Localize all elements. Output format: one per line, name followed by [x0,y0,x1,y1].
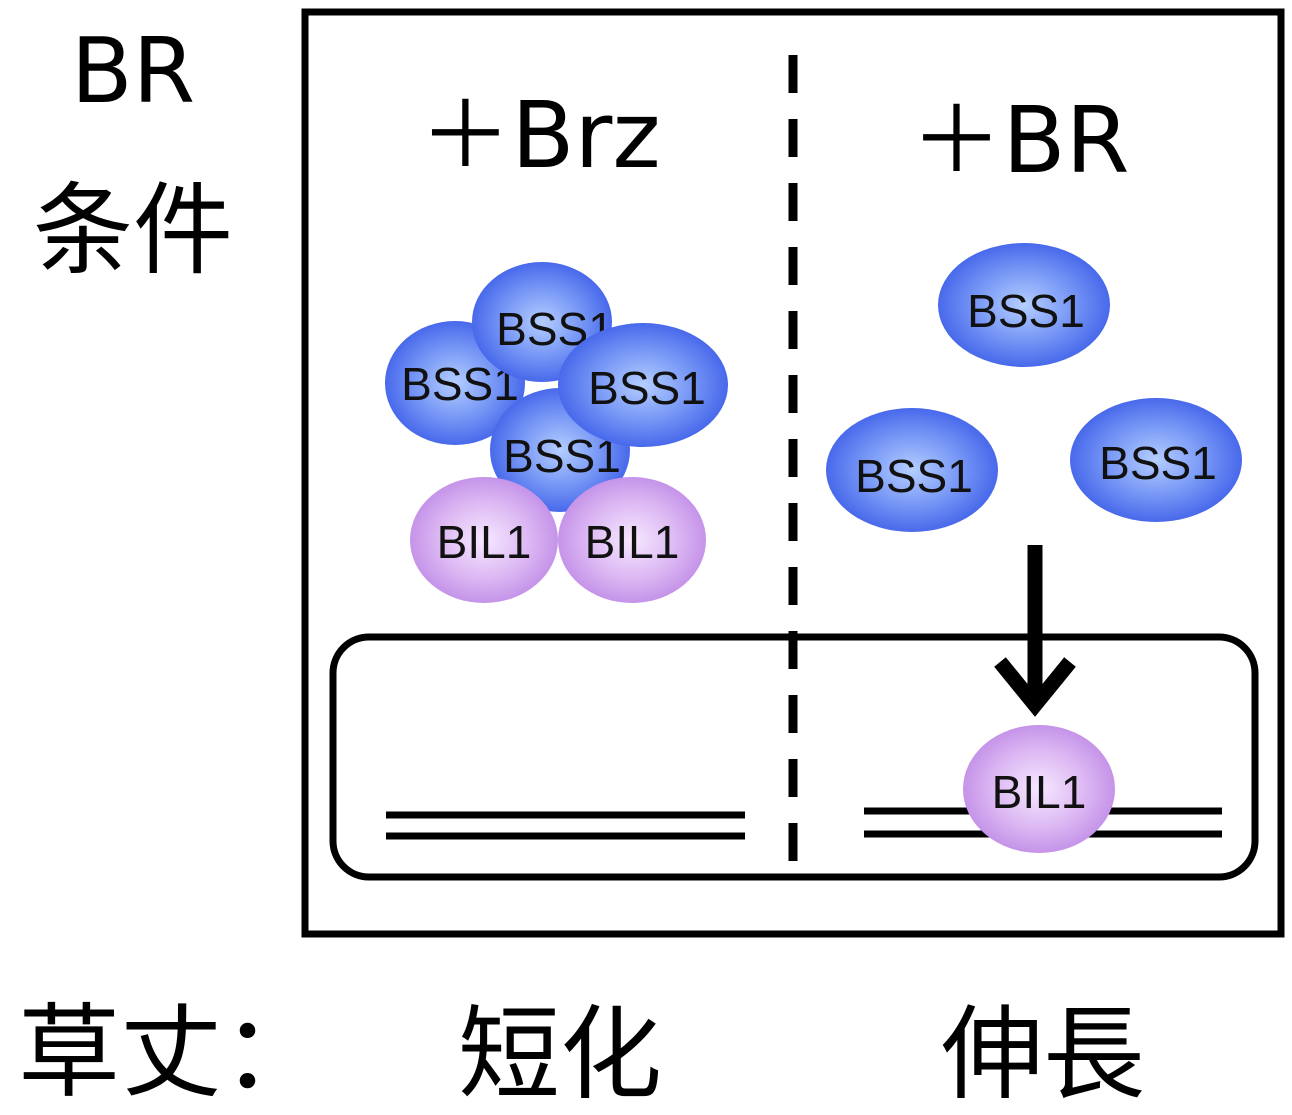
bil1-label: BIL1 [585,516,680,568]
bil1-protein: BIL1 [410,477,558,603]
condition-label-br: BR [71,19,195,124]
bss1-label: BSS1 [1099,437,1217,489]
bss1-label: BSS1 [967,285,1085,337]
bil1-label: BIL1 [992,766,1087,818]
bss1-label: BSS1 [588,362,706,414]
bss1-protein: BSS1 [938,243,1110,367]
bil1-label: BIL1 [437,516,532,568]
arrow-down-icon [994,545,1076,717]
nucleus-box [329,633,1259,881]
dna-left [386,811,745,840]
right-panel-title: ＋BR [910,87,1129,194]
phenotype-right-result: 伸長 [941,996,1145,1115]
phenotype-left-result: 短化 [458,996,662,1115]
condition-label-joken: 条件 [33,172,233,289]
bss1-protein: BSS1 [1070,398,1242,522]
outer-frame [301,8,1285,938]
bss1-protein: BSS1 [558,323,728,447]
bil1-protein: BIL1 [558,477,706,603]
phenotype-label: 草丈： [18,994,324,1113]
left-panel-title: ＋Brz [419,82,660,189]
bss1-label: BSS1 [855,450,973,502]
bil1-protein: BIL1 [963,725,1115,853]
bss1-protein: BSS1 [826,408,998,532]
